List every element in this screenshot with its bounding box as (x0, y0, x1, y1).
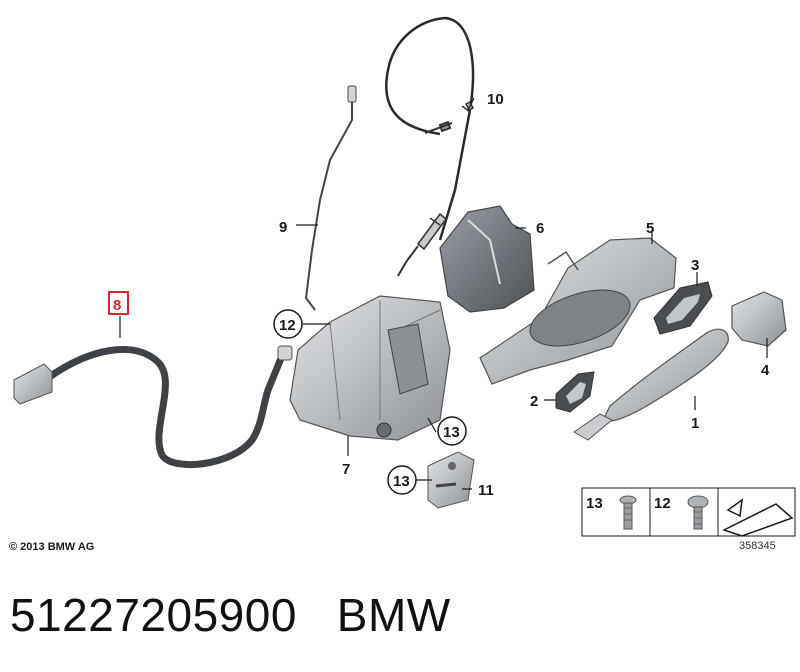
lock-part-7 (289, 295, 451, 441)
callout-7: 7 (342, 461, 350, 478)
callout-5: 5 (646, 220, 654, 237)
svg-text:11: 11 (478, 482, 494, 499)
svg-text:7: 7 (342, 461, 350, 478)
fastener-legend: 13 12 (581, 487, 796, 537)
svg-text:13: 13 (393, 473, 410, 490)
callout-12: 12 (273, 309, 303, 339)
callout-2: 2 (530, 393, 538, 410)
part-number: 51227205900 (10, 589, 297, 641)
part-number-footer: 51227205900 BMW (10, 588, 451, 642)
legend-screw-12-label: 12 (654, 495, 671, 512)
callout-10: 10 (487, 91, 504, 108)
svg-text:4: 4 (761, 362, 770, 379)
callout-4: 4 (761, 362, 770, 379)
svg-text:1: 1 (691, 415, 699, 432)
callout-9: 9 (279, 219, 287, 236)
cap-part-4 (731, 291, 787, 347)
svg-text:9: 9 (279, 219, 287, 236)
carrier-part-6 (439, 205, 535, 313)
callout-1: 1 (691, 415, 699, 432)
rod-part-9 (304, 85, 357, 311)
diagram-reference-number: 358345 (739, 540, 776, 552)
svg-text:12: 12 (279, 317, 296, 334)
screw-12-icon (687, 495, 709, 530)
handle-part-1 (573, 328, 729, 441)
cable-part-8 (13, 345, 293, 469)
svg-text:6: 6 (536, 220, 544, 237)
svg-text:10: 10 (487, 91, 504, 108)
brand-name: BMW (336, 589, 451, 641)
callout-11: 11 (478, 482, 494, 499)
svg-text:2: 2 (530, 393, 538, 410)
callout-13-a: 13 (437, 416, 467, 446)
legend-screw-13-label: 13 (586, 495, 603, 512)
callout-3: 3 (691, 257, 699, 274)
screw-13-icon (619, 495, 637, 530)
callout-8-highlighted: 8 (108, 291, 129, 315)
bracket-part-11 (427, 451, 475, 509)
svg-text:3: 3 (691, 257, 699, 274)
handle-carrier-part-5 (479, 237, 677, 385)
svg-text:8: 8 (113, 297, 121, 314)
callout-6: 6 (536, 220, 544, 237)
gasket-part-3 (653, 281, 713, 335)
copyright-notice: © 2013 BMW AG (9, 541, 95, 553)
direction-arrow-icon (722, 498, 794, 537)
gasket-part-2 (555, 371, 595, 413)
svg-text:5: 5 (646, 220, 654, 237)
leader-lines (119, 97, 768, 490)
cable-part-10 (385, 16, 475, 277)
svg-text:13: 13 (443, 424, 460, 441)
callout-13-b: 13 (387, 465, 417, 495)
